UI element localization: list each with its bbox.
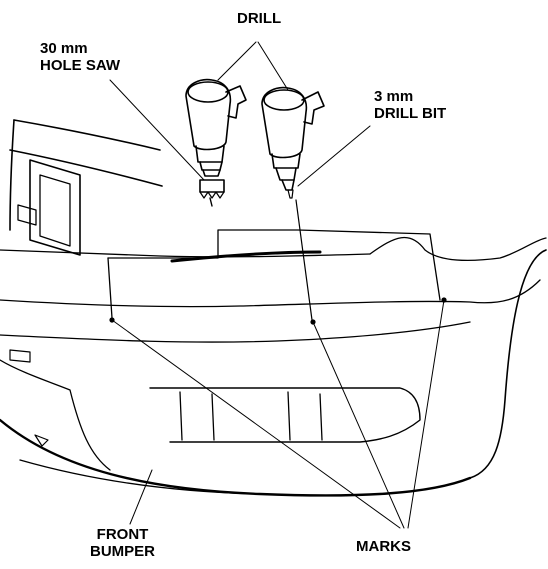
label-hole-saw-line1: 30 mm [40, 40, 88, 57]
leader-drill-bit [297, 125, 371, 187]
label-drill-bit-line2: DRILL BIT [374, 105, 447, 122]
drill-with-hole-saw [185, 78, 247, 207]
label-drill: DRILL [237, 10, 282, 27]
leader-drill [217, 41, 289, 91]
cut-area-outline [107, 229, 441, 301]
label-front-bumper-line2: BUMPER [90, 543, 156, 560]
label-drill-bit: 3 mm DRILL BIT [374, 88, 446, 122]
leader-hole-saw [109, 79, 205, 181]
label-hole-saw-line2: HOLE SAW [40, 57, 121, 74]
label-front-bumper-line1: FRONT [96, 526, 149, 543]
front-bumper [0, 119, 547, 497]
leader-marks [111, 299, 445, 529]
label-marks: MARKS [356, 538, 411, 555]
label-front-bumper: FRONT BUMPER [90, 526, 155, 560]
label-hole-saw: 30 mm HOLE SAW [40, 40, 120, 74]
drill-with-drill-bit [261, 86, 325, 199]
leader-front-bumper [129, 469, 153, 525]
label-drill-bit-line1: 3 mm [374, 88, 414, 105]
